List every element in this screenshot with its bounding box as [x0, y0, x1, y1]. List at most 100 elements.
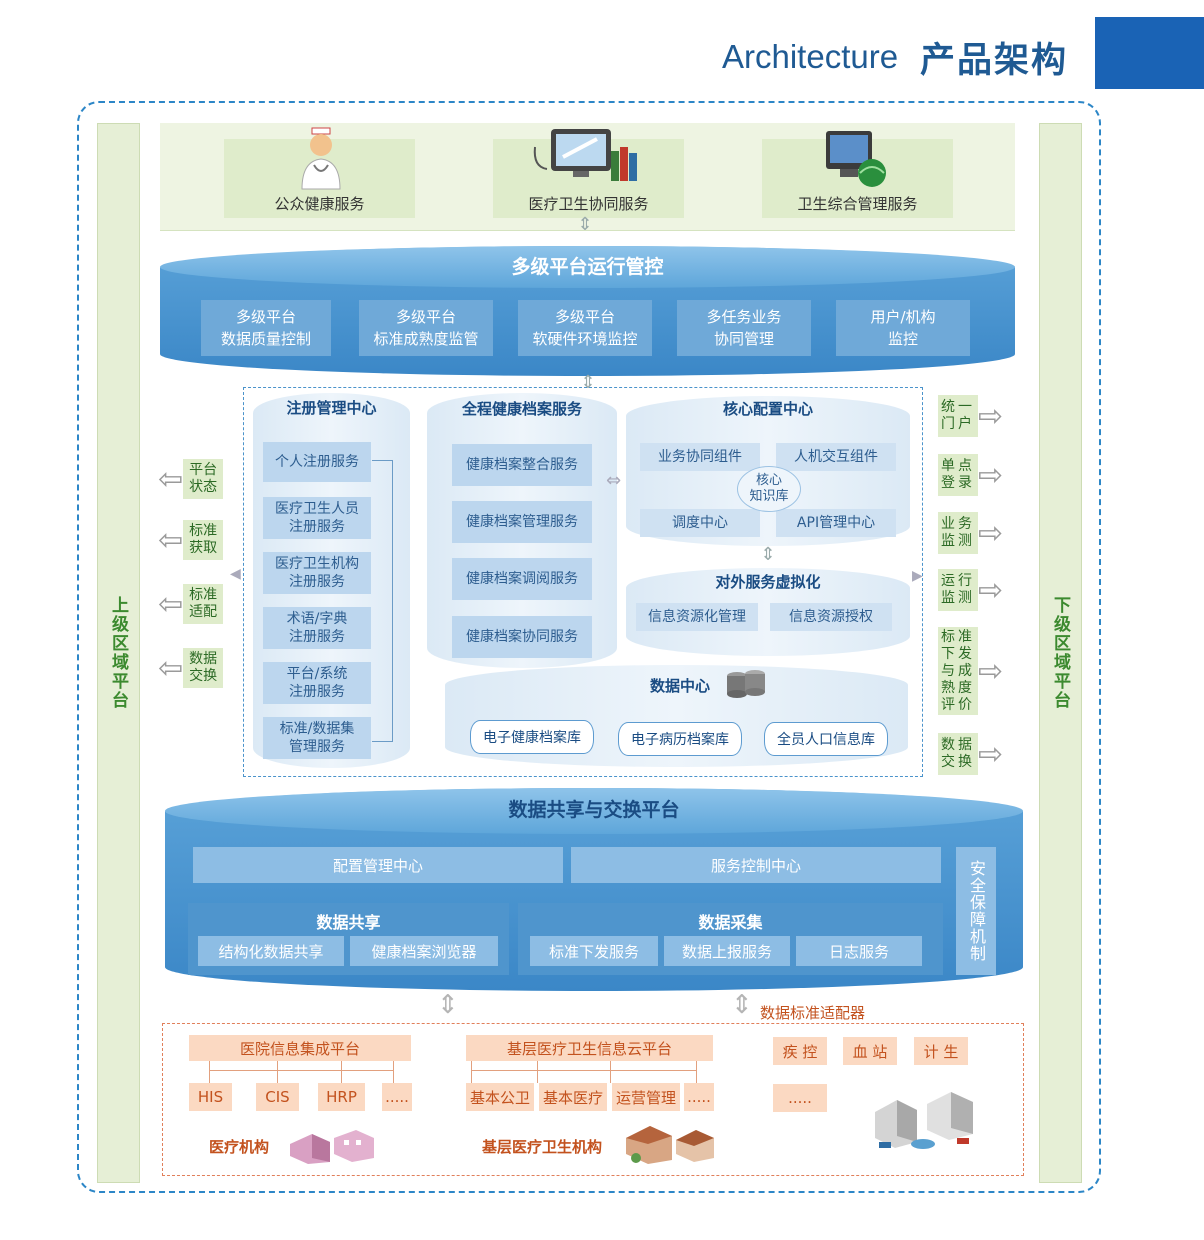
connector [696, 1061, 697, 1083]
connector [209, 1070, 393, 1071]
primary-care-platform: 基层医疗卫生信息云平台 [466, 1035, 713, 1061]
left-item-exchange: ⇦ 数据交换 [158, 648, 224, 688]
core-knowledge-base: 核心知识库 [737, 466, 801, 512]
label-line: 监测 [941, 533, 975, 549]
virt-item-resource: 信息资源化管理 [636, 603, 758, 631]
left-item-status: ⇦ 平台状态 [158, 459, 224, 499]
reg-item-label: 医疗卫生机构 [275, 556, 359, 572]
security-mechanism: 安全保障机制 [956, 847, 996, 975]
connector [537, 1061, 538, 1083]
updown-arrow-icon: ⇕ [731, 990, 753, 1020]
hospital-item-his: HIS [189, 1083, 232, 1111]
divider [160, 230, 1015, 234]
label-line: 获取 [189, 540, 218, 556]
public-item-cdc: 疾 控 [773, 1037, 827, 1065]
label-line: 与成 [941, 662, 975, 679]
public-item-blood: 血 站 [843, 1037, 897, 1065]
connector [209, 1061, 210, 1083]
right-arrow-icon: ⇨ [978, 398, 1004, 434]
share-item-browser: 健康档案浏览器 [350, 936, 498, 966]
connector [610, 1061, 611, 1083]
knowledge-label: 知识库 [749, 489, 789, 504]
label-line: 标准 [941, 628, 975, 645]
header-title-cn: 产品架构 [920, 41, 1069, 81]
connector [393, 1061, 394, 1083]
config-center: 配置管理中心 [193, 847, 563, 883]
label-line: 下发 [941, 645, 975, 662]
ops-box-line: 多级平台 [554, 308, 615, 326]
updown-arrow-icon: ⇕ [437, 990, 459, 1020]
left-label: 数据交换 [183, 648, 224, 688]
reg-item-label: 注册服务 [289, 629, 345, 645]
right-arrow-icon: ⇨ [978, 572, 1004, 608]
ops-box-user: 用户/机构监控 [836, 300, 970, 356]
left-label: 标准获取 [183, 520, 224, 560]
right-arrow-icon: ▶ [912, 568, 923, 584]
label-line: 业务 [941, 516, 975, 532]
right-arrow-icon: ⇨ [978, 653, 1004, 689]
data-collect-title: 数据采集 [698, 913, 763, 932]
reg-item-label: 注册服务 [289, 519, 345, 535]
core-item-collab: 业务协同组件 [640, 443, 760, 471]
service-public-health: 公众健康服务 [224, 127, 415, 218]
core-services-area [243, 387, 923, 777]
clinic-building-icon [626, 1126, 714, 1164]
primary-item-more: ..... [684, 1083, 714, 1111]
core-item-hci: 人机交互组件 [776, 443, 896, 471]
label-line: 数据 [941, 737, 975, 753]
computer-globe-icon [826, 131, 886, 187]
header-title-en: Architecture [722, 38, 899, 75]
primary-item-public-health: 基本公卫 [466, 1083, 534, 1111]
core-item-api: API管理中心 [776, 509, 896, 537]
reg-item-term: 术语/字典注册服务 [263, 607, 371, 649]
label-line: 交换 [941, 754, 975, 770]
monitor-icon [533, 129, 637, 181]
primary-item-operation: 运营管理 [612, 1083, 680, 1111]
hospital-platform: 医院信息集成平台 [189, 1035, 411, 1061]
label-line: 熟度 [941, 679, 975, 696]
right-label: 单点登录 [938, 454, 978, 496]
label-line: 标准 [189, 523, 218, 539]
service-control-center: 服务控制中心 [571, 847, 941, 883]
ops-box-env: 多级平台软硬件环境监控 [518, 300, 652, 356]
reg-item-label: 标准/数据集 [279, 721, 355, 737]
reg-item-standard: 标准/数据集管理服务 [263, 717, 371, 759]
ops-title: 多级平台运行管控 [511, 256, 664, 278]
ehr-title: 全程健康档案服务 [461, 400, 582, 418]
share-item-structured: 结构化数据共享 [198, 936, 344, 966]
right-label: 标准下发与成熟度评价 [938, 627, 978, 715]
service-label: 卫生综合管理服务 [797, 195, 918, 213]
right-item-portal: 统一门户 ⇨ [938, 395, 1003, 437]
reg-bracket [372, 460, 393, 742]
label-line: 门户 [941, 416, 975, 432]
label-line: 单点 [941, 458, 975, 474]
reg-item-label: 注册服务 [289, 574, 345, 590]
service-medical-collab: 医疗卫生协同服务 [493, 129, 684, 218]
right-item-run-monitor: 运行监测 ⇨ [938, 569, 1003, 611]
public-item-family-planning: 计 生 [914, 1037, 968, 1065]
label-line: 平台 [189, 462, 218, 478]
left-arrow-icon: ⇦ [158, 461, 184, 497]
left-label: 标准适配 [183, 584, 224, 624]
upper-region-platform: 上级区域平台 [97, 123, 140, 1183]
ops-box-standard: 多级平台标准成熟度监管 [359, 300, 493, 356]
right-item-standard-eval: 标准下发与成熟度评价 ⇨ [938, 627, 1003, 715]
ops-box-line: 软硬件环境监控 [532, 330, 638, 348]
reg-item-label: 平台/系统 [286, 666, 348, 682]
ops-box-quality: 多级平台数据质量控制 [201, 300, 331, 356]
updown-arrow-icon: ⇕ [760, 544, 776, 565]
reg-item-personal: 个人注册服务 [263, 442, 371, 482]
db-ehr: 电子健康档案库 [470, 720, 594, 754]
label-line: 评价 [941, 696, 975, 713]
left-item-get-standard: ⇦ 标准获取 [158, 520, 224, 560]
adapter-label: 数据标准适配器 [760, 1004, 866, 1022]
label-line: 标准 [189, 587, 218, 603]
data-share-title: 数据共享 [316, 913, 381, 932]
core-config-title: 核心配置中心 [722, 400, 813, 418]
core-item-schedule: 调度中心 [640, 509, 760, 537]
right-label: 数据交换 [938, 733, 978, 775]
reg-item-org: 医疗卫生机构注册服务 [263, 552, 371, 594]
ops-box-line: 多级平台 [235, 308, 296, 326]
label-line: 状态 [189, 479, 218, 495]
reg-item-label: 注册服务 [289, 684, 345, 700]
